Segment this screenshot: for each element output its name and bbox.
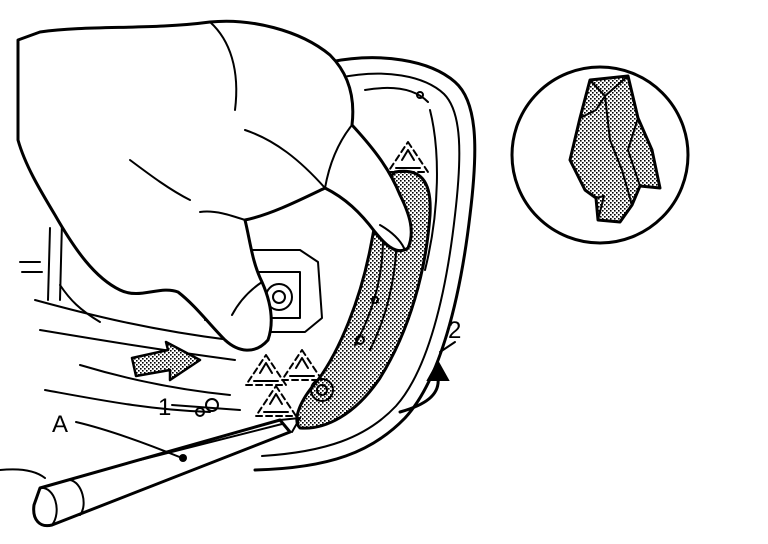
hand <box>16 19 413 352</box>
tool-a <box>0 417 301 528</box>
callout-a-label: A <box>52 411 68 438</box>
clip-markers <box>245 141 429 417</box>
step-1-label: 1 <box>158 394 171 421</box>
clip-detail-inset <box>510 65 690 245</box>
leader-lines <box>75 341 456 459</box>
arrow-step-2 <box>398 359 450 414</box>
clip-marker <box>245 354 287 386</box>
lamp-housing <box>253 56 477 472</box>
arrow-step-1 <box>130 340 202 382</box>
clip-marker <box>281 349 323 381</box>
clip-marker <box>255 385 297 417</box>
step-2-label: 2 <box>448 317 461 344</box>
clip-marker <box>387 141 429 173</box>
